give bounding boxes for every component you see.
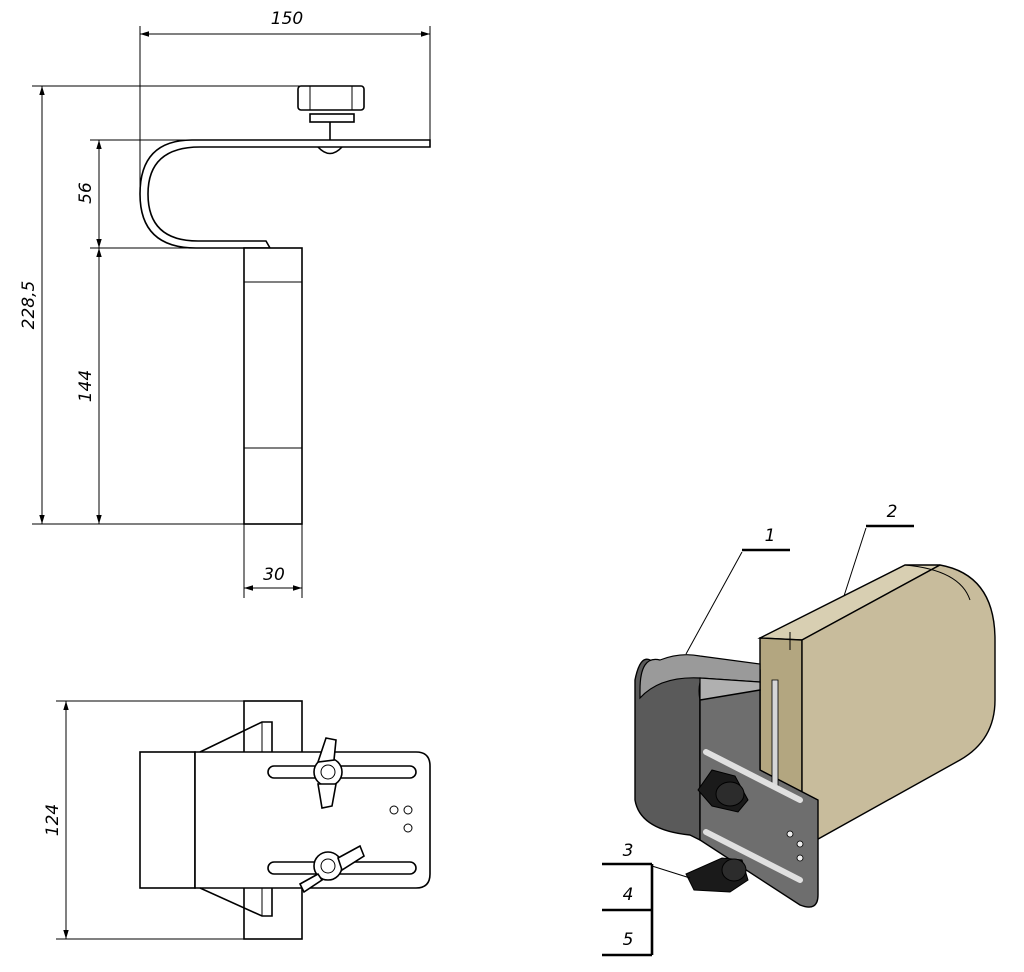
plan-view bbox=[139, 700, 431, 940]
dim-label-56: 56 bbox=[76, 182, 96, 204]
dim-label-30: 30 bbox=[263, 565, 285, 585]
bent-bracket bbox=[634, 654, 819, 908]
dim-label-144: 144 bbox=[76, 370, 96, 402]
wing-nut-lower bbox=[298, 844, 365, 894]
slot-upper bbox=[267, 765, 417, 779]
dimension-56: 56 bbox=[76, 139, 196, 249]
dimension-30: 30 bbox=[243, 524, 303, 598]
isometric-view bbox=[634, 564, 996, 908]
dim-label-124: 124 bbox=[43, 804, 63, 836]
balloon-label-1: 1 bbox=[765, 526, 776, 546]
balloon-1: 1 bbox=[685, 526, 790, 655]
dimension-144: 144 bbox=[76, 248, 102, 524]
balloon-label-3: 3 bbox=[623, 841, 634, 861]
front-view bbox=[139, 85, 431, 525]
knob-lower bbox=[685, 857, 749, 893]
balloon-label-2: 2 bbox=[887, 502, 898, 522]
wing-nut-upper bbox=[313, 737, 343, 809]
dim-label-150: 150 bbox=[271, 9, 303, 29]
dimension-124: 124 bbox=[43, 700, 244, 940]
knob-upper bbox=[697, 769, 749, 813]
balloon-2: 2 bbox=[843, 502, 914, 597]
balloon-label-5: 5 bbox=[623, 930, 634, 950]
dim-label-228-5: 228,5 bbox=[19, 281, 39, 330]
balloon-label-4: 4 bbox=[623, 885, 634, 905]
wing-knob-front bbox=[297, 85, 365, 111]
balloon-3-4-5: 3 4 5 bbox=[602, 841, 691, 957]
dimension-150: 150 bbox=[139, 9, 431, 195]
block-front bbox=[243, 247, 303, 525]
dimension-228-5: 228,5 bbox=[19, 85, 300, 525]
